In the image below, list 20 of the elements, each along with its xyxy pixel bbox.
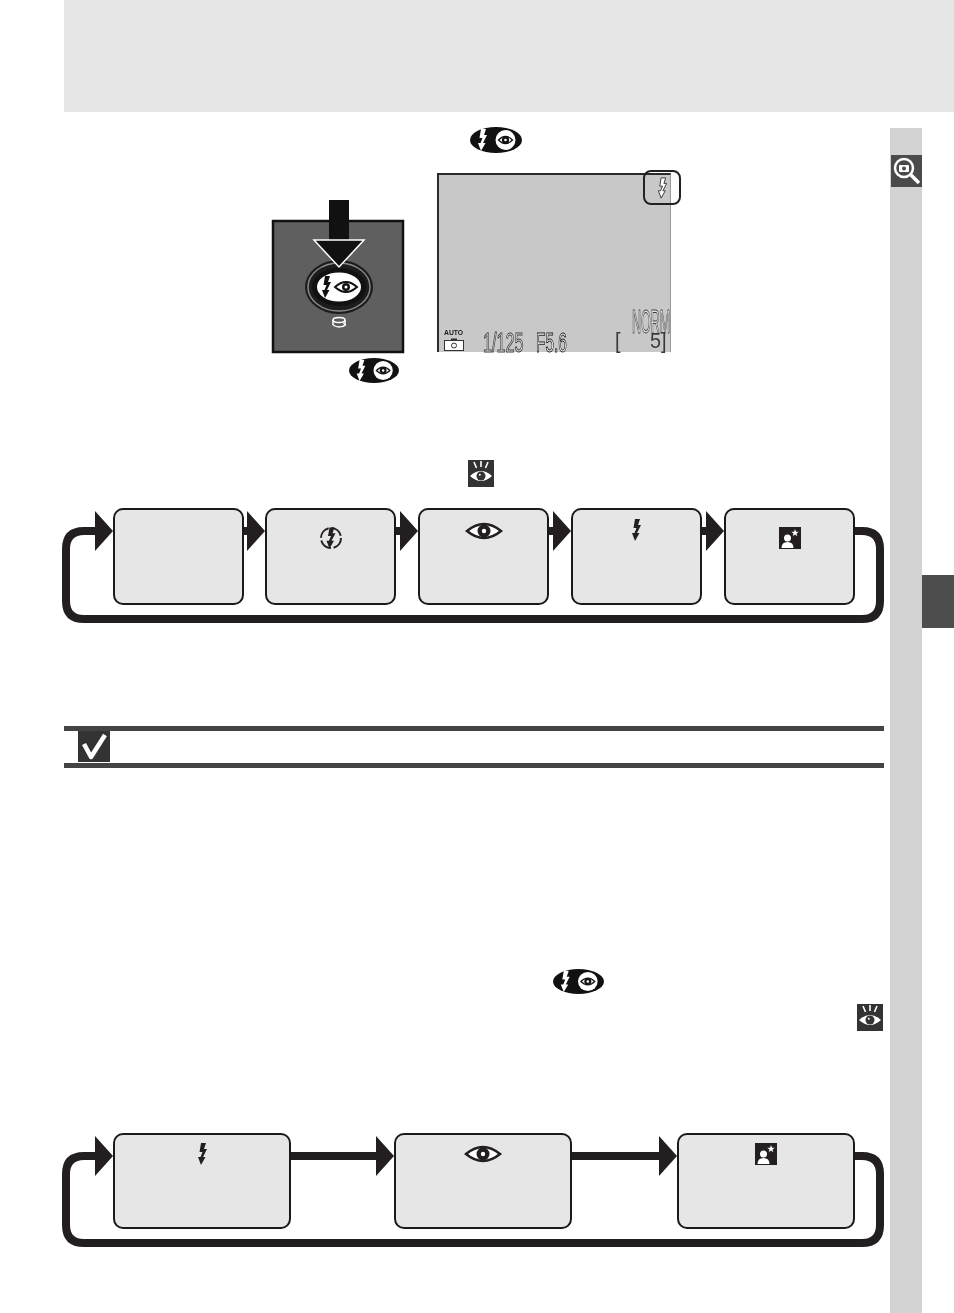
- arrow: [702, 511, 724, 551]
- arrow: [62, 1136, 884, 1247]
- display-readout: F5.6: [536, 330, 567, 357]
- arrow: [396, 511, 418, 551]
- mode-box: [113, 508, 244, 605]
- arrow: [549, 511, 571, 551]
- mode-box: [724, 508, 855, 605]
- mode-box: [418, 508, 549, 605]
- arrow: [62, 511, 884, 623]
- mode-box: [113, 1133, 291, 1229]
- display-readout: [: [615, 330, 621, 352]
- arrow: [244, 511, 265, 551]
- display-readout: 1/125: [483, 330, 524, 357]
- mode-box: [677, 1133, 855, 1229]
- arrow: [572, 1136, 677, 1176]
- display-readout: AUTO: [444, 329, 464, 337]
- mode-box: [571, 508, 702, 605]
- mode-box: [265, 508, 396, 605]
- arrow: [291, 1136, 394, 1176]
- mode-box: [394, 1133, 572, 1229]
